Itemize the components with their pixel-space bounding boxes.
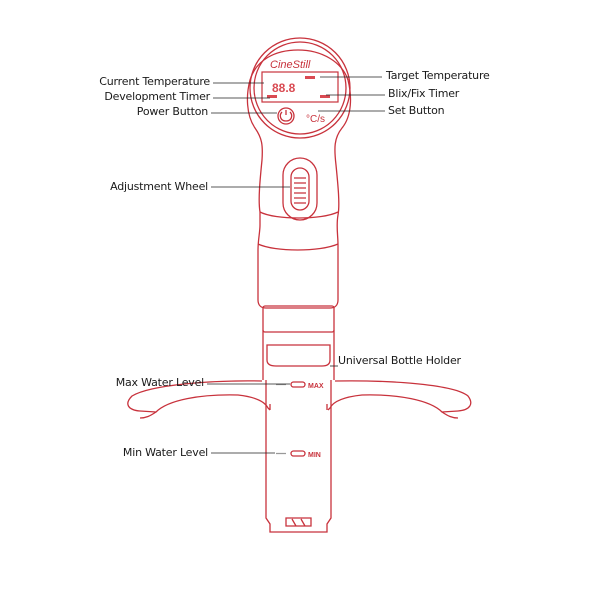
label-universal-bottle-holder: Universal Bottle Holder bbox=[338, 354, 461, 367]
label-blix-fix-timer: Blix/Fix Timer bbox=[388, 87, 460, 100]
label-power-button: Power Button bbox=[136, 105, 208, 118]
label-target-temperature: Target Temperature bbox=[386, 69, 490, 82]
label-adjustment-wheel: Adjustment Wheel bbox=[110, 180, 208, 193]
label-set-button: Set Button bbox=[388, 104, 445, 117]
handle-body bbox=[246, 49, 352, 309]
set-button: °C/s bbox=[306, 114, 325, 125]
label-min-water-level: Min Water Level bbox=[122, 446, 208, 459]
label-max-water-level: Max Water Level bbox=[115, 376, 204, 389]
label-current-temperature: Current Temperature bbox=[99, 75, 210, 88]
brand-logo: CineStill bbox=[270, 59, 311, 71]
min-mark: MIN bbox=[308, 452, 321, 459]
label-development-timer: Development Timer bbox=[104, 90, 210, 103]
lower-tube bbox=[265, 380, 332, 533]
display-reading: 88.8 bbox=[272, 81, 296, 95]
bottle-holder bbox=[127, 380, 472, 413]
max-mark: MAX bbox=[308, 383, 324, 390]
